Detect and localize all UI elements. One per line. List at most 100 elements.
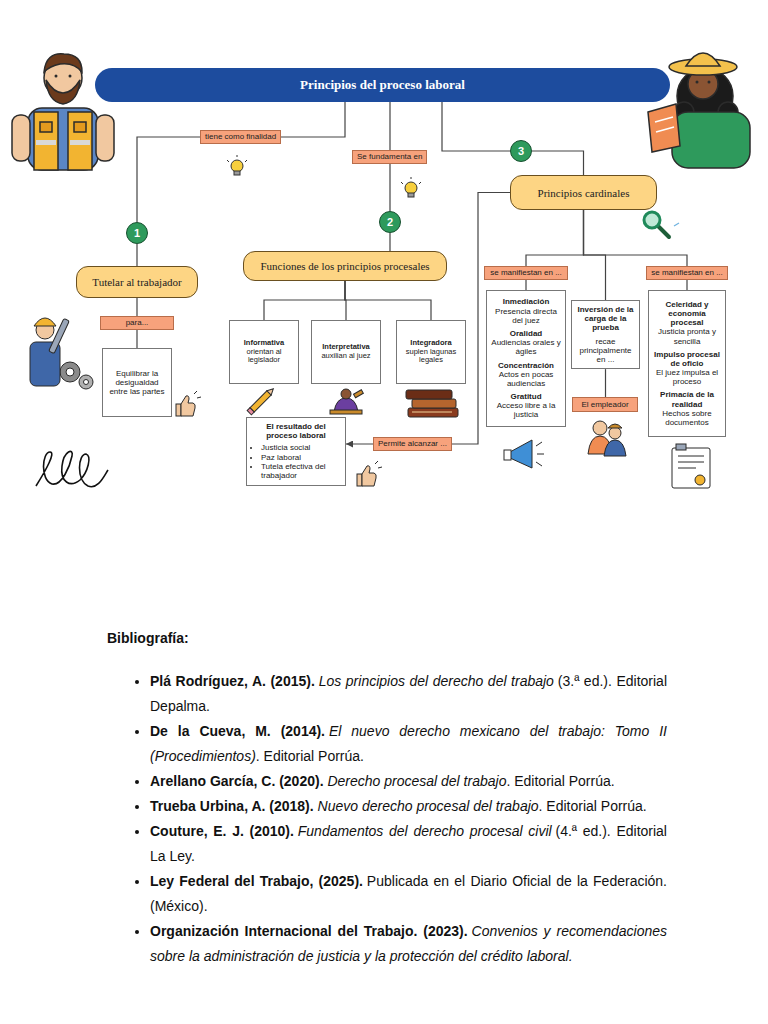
connector bbox=[345, 281, 431, 320]
node-text: Inmediación bbox=[490, 297, 562, 306]
bibliography-entry: Plá Rodríguez, A. (2015).Los principios … bbox=[150, 669, 667, 719]
connector bbox=[264, 281, 345, 320]
node-text: recae principalmente en ... bbox=[575, 337, 636, 365]
reference-text: Los principios del derecho del trabajo bbox=[319, 673, 554, 689]
bibliography-entry: Couture, E. J. (2010).Fundamentos del de… bbox=[150, 819, 667, 869]
node-text: Celeridad y economía procesal bbox=[652, 300, 722, 328]
concept-box: Tutelar al trabajador bbox=[76, 266, 198, 298]
note-box: Equilibrar la desigualdad entre las part… bbox=[102, 348, 172, 417]
bibliography-list: Plá Rodríguez, A. (2015).Los principios … bbox=[107, 669, 667, 969]
bullet-item: Justicia social bbox=[261, 443, 342, 452]
function-box: Interpretativaauxilian al juez bbox=[311, 320, 381, 384]
bibliography-entry: Arellano García, C. (2020).Derecho proce… bbox=[150, 769, 667, 794]
concept-box: Principios cardinales bbox=[510, 175, 657, 210]
bullet-item: Tutela efectiva del trabajador bbox=[261, 462, 342, 480]
reference-text: De la Cueva, M. (2014). bbox=[150, 723, 325, 739]
node-text: Principios cardinales bbox=[538, 187, 630, 199]
result-box: El resultado del proceso laboralJusticia… bbox=[246, 417, 346, 486]
connector bbox=[532, 151, 584, 175]
bullet-item: Paz laboral bbox=[261, 453, 342, 462]
bullet-list: Justicia socialPaz laboralTutela efectiv… bbox=[250, 443, 342, 480]
principles-box: Celeridad y economía procesalJusticia pr… bbox=[648, 290, 726, 437]
node-text: Audiencias orales y ágiles bbox=[490, 338, 562, 356]
node-text: auxilian al juez bbox=[314, 352, 378, 361]
bibliography-entry: Ley Federal del Trabajo, (2025).Publicad… bbox=[150, 869, 667, 919]
reference-text: Derecho procesal del trabajo bbox=[327, 773, 506, 789]
judge-icon bbox=[330, 389, 363, 414]
node-text: El juez impulsa el proceso bbox=[652, 368, 722, 386]
bibliography: Bibliografía: Plá Rodríguez, A. (2015).Lo… bbox=[107, 626, 667, 969]
node-text: Principios del proceso laboral bbox=[300, 77, 465, 93]
reference-text: Plá Rodríguez, A. (2015). bbox=[150, 673, 315, 689]
node-text: 2 bbox=[387, 216, 393, 228]
thumbs-up-icon bbox=[176, 391, 201, 416]
reference-text: Couture, E. J. (2010). bbox=[150, 823, 294, 839]
reference-text: Fundamentos del derecho procesal civil bbox=[298, 823, 552, 839]
node-text: orientan al legislador bbox=[232, 348, 296, 365]
connector bbox=[136, 244, 137, 266]
connector bbox=[137, 102, 345, 222]
node-text: Impulso procesal de oficio bbox=[652, 350, 722, 368]
edge-label: se manifiestan en ... bbox=[646, 266, 728, 280]
pencil-icon bbox=[247, 387, 275, 415]
connector bbox=[389, 233, 390, 251]
node-text: Funciones de los principios procesales bbox=[260, 260, 429, 272]
node-text: Equilibrar la desigualdad entre las part… bbox=[106, 369, 168, 397]
edge-label: Se fundamenta en bbox=[352, 150, 427, 164]
principles-box: InmediaciónPresencia directa del juezOra… bbox=[486, 290, 566, 427]
node-text: Tutelar al trabajador bbox=[92, 276, 181, 288]
bibliography-heading: Bibliografía: bbox=[107, 626, 667, 651]
node-text: Informativa bbox=[232, 339, 296, 348]
callout-number: 3 bbox=[510, 140, 532, 162]
certificate-icon bbox=[672, 444, 710, 488]
node-text: Justicia pronta y sencilla bbox=[652, 327, 722, 345]
callout-number: 1 bbox=[126, 222, 148, 244]
node-text: Oralidad bbox=[490, 329, 562, 338]
node-text: Primacía de la realidad bbox=[652, 390, 722, 408]
connector bbox=[605, 369, 606, 397]
magnifier-icon bbox=[644, 212, 679, 237]
principle-box: Inversión de la carga de la prueba recae … bbox=[571, 300, 640, 369]
edge-label: para... bbox=[100, 316, 174, 330]
function-box: Informativaorientan al legislador bbox=[229, 320, 299, 384]
megaphone-icon bbox=[504, 440, 544, 468]
node-text: Actos en pocas audiencias bbox=[490, 370, 562, 388]
bibliography-entry: Organización Internacional del Trabajo. … bbox=[150, 919, 667, 969]
bibliography-entry: Trueba Urbina, A. (2018).Nuevo derecho p… bbox=[150, 794, 667, 819]
node-text: Gratitud bbox=[490, 392, 562, 401]
people-icon bbox=[588, 421, 626, 456]
node-text: 1 bbox=[134, 227, 140, 239]
reference-text: Nuevo derecho procesal del trabajo bbox=[318, 798, 539, 814]
node-text: Hechos sobre documentos bbox=[652, 409, 722, 427]
reference-text: . Editorial Porrúa. bbox=[539, 798, 647, 814]
worker-gear-icon bbox=[30, 318, 93, 389]
connector bbox=[442, 102, 510, 151]
callout-number: 2 bbox=[379, 211, 401, 233]
reference-text: . Editorial Porrúa. bbox=[256, 748, 364, 764]
edge-label: tiene como finalidad bbox=[200, 130, 281, 144]
reference-text: Ley Federal del Trabajo, (2025). bbox=[150, 873, 363, 889]
edge-label: se manifiestan en ... bbox=[484, 266, 568, 280]
lightbulb-icon bbox=[401, 177, 421, 197]
node-text: Inversión de la carga de la prueba bbox=[575, 305, 636, 333]
man-figure bbox=[12, 54, 114, 170]
thumbs-up-icon bbox=[357, 461, 382, 486]
lightbulb-icon bbox=[227, 155, 247, 175]
node-text: Acceso libre a la justicia bbox=[490, 401, 562, 419]
node-text: suplen lagunas legales bbox=[399, 348, 463, 365]
reference-text: Arellano García, C. (2020). bbox=[150, 773, 324, 789]
node-text: Presencia directa del juez bbox=[490, 307, 562, 325]
node-text: El empleador bbox=[581, 400, 628, 410]
scribble-decoration bbox=[36, 451, 108, 486]
node-text: 3 bbox=[518, 145, 524, 157]
title-band: Principios del proceso laboral bbox=[95, 68, 670, 102]
bibliography-entry: De la Cueva, M. (2014).El nuevo derecho … bbox=[150, 719, 667, 769]
edge-label: Permite alcanzar ... bbox=[373, 437, 452, 451]
reference-text: . Editorial Porrúa. bbox=[506, 773, 614, 789]
function-box: Integradorasuplen lagunas legales bbox=[396, 320, 466, 384]
reference-text: Trueba Urbina, A. (2018). bbox=[150, 798, 314, 814]
woman-figure bbox=[648, 53, 750, 168]
node-text: Concentración bbox=[490, 361, 562, 370]
node-text: El resultado del proceso laboral bbox=[250, 422, 342, 440]
